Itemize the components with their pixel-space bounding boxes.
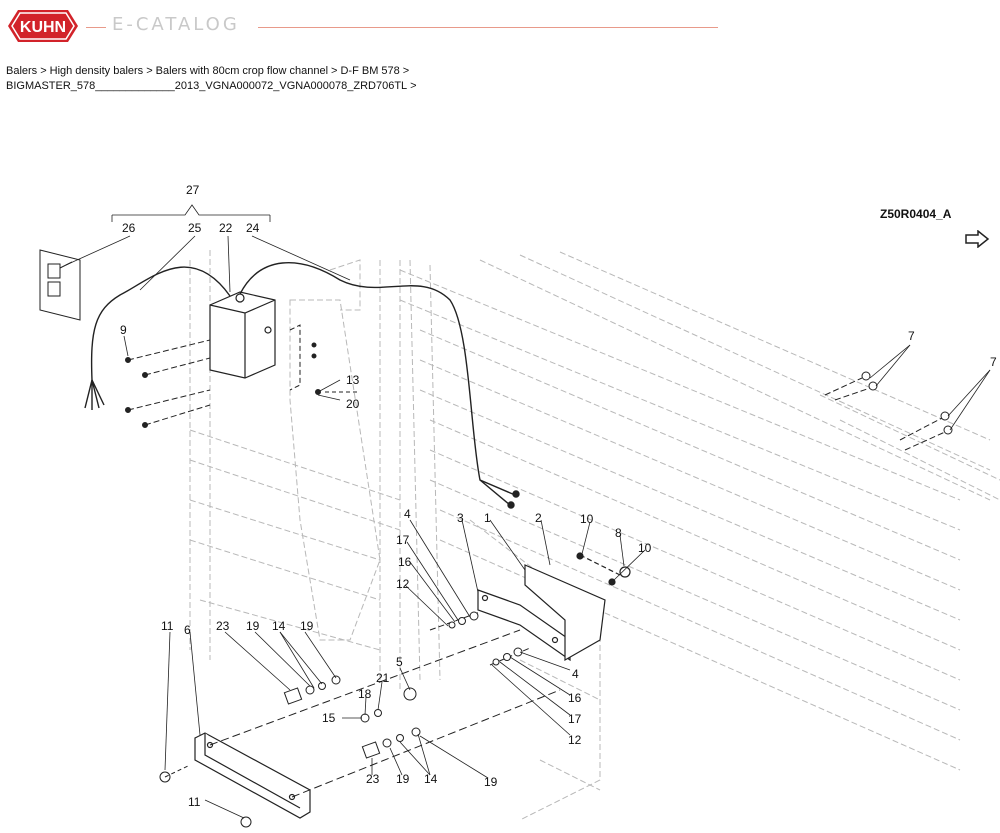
breadcrumb-item-high-density-balers[interactable]: High density balers [49,65,144,77]
svg-text:KUHN: KUHN [20,19,66,36]
callout-17-lower: 17 [568,712,582,726]
callout-23-upper: 23 [216,619,230,633]
breadcrumb: Balers>High density balers>Balers with 8… [6,64,986,94]
kuhn-logo[interactable]: KUHN [8,8,78,44]
callout-25: 25 [188,221,202,235]
breadcrumb-separator: > [40,65,47,77]
callout-labels: 27 26 25 22 24 9 13 20 7 7 4 3 1 2 10 8 … [120,183,997,809]
exploded-parts-diagram: 27 26 25 22 24 9 13 20 7 7 4 3 1 2 10 8 … [39,183,1000,828]
electric-box [209,291,276,379]
callout-23-lower: 23 [366,772,380,786]
electrical-cable [84,262,520,509]
callout-19-lower-a: 19 [396,772,410,786]
hardware-stack-upper [429,611,531,666]
callout-8: 8 [615,526,622,540]
callout-4-upper: 4 [404,507,411,521]
callout-26: 26 [122,221,136,235]
callout-20: 20 [346,397,360,411]
callout-1: 1 [484,511,491,525]
breadcrumb-separator: > [146,65,153,77]
mounting-bar [194,732,311,819]
breadcrumb-item-balers[interactable]: Balers [6,65,38,77]
callout-11-lower: 11 [188,795,201,809]
callout-14-lower: 14 [424,772,438,786]
breadcrumb-separator: > [402,65,410,77]
callout-19-upper-b: 19 [300,619,314,633]
callout-7-right: 7 [990,355,997,369]
callout-13: 13 [346,373,360,387]
hardware-stack-lower [159,629,561,828]
header-rule-left [86,27,106,28]
callout-18: 18 [358,687,372,701]
control-board-plate [39,249,81,321]
callout-12-lower: 12 [568,733,582,747]
callout-9: 9 [120,323,127,337]
callout-3: 3 [457,511,464,525]
catalog-header: KUHN E-CATALOG [0,0,1000,58]
callout-24: 24 [246,221,260,235]
callout-5: 5 [396,655,403,669]
next-page-arrow-icon[interactable] [964,230,990,248]
kuhn-logo-icon: KUHN [8,10,78,42]
callout-17-upper: 17 [396,533,410,547]
callout-14-upper: 14 [272,619,286,633]
breadcrumb-item-balers-80cm[interactable]: Balers with 80cm crop flow channel [155,65,329,77]
box-bracket [289,324,360,395]
drawing-code: Z50R0404_A [880,207,952,221]
callout-19-lower-b: 19 [484,775,498,789]
callout-leaders [65,204,991,819]
breadcrumb-item-df-bm-578[interactable]: D-F BM 578 [340,65,400,77]
callout-12-upper: 12 [396,577,410,591]
breadcrumb-item-bigmaster-578[interactable]: BIGMASTER_578_____________2013_VGNA00007… [6,80,408,92]
header-rule [258,27,718,28]
callout-15: 15 [322,711,336,725]
bolts-7 [824,371,953,451]
callout-21: 21 [376,671,390,685]
callout-4-lower: 4 [572,667,579,681]
breadcrumb-separator: > [410,80,417,92]
callout-6: 6 [184,623,191,637]
callout-10-lower: 10 [638,541,652,555]
callout-19-upper-a: 19 [246,619,260,633]
callout-22: 22 [219,221,233,235]
callout-10-upper: 10 [580,512,594,526]
callout-11-upper: 11 [161,619,174,633]
catalog-label: E-CATALOG [112,14,240,35]
callout-16-upper: 16 [398,555,412,569]
callout-16-lower: 16 [568,691,582,705]
sensor-bracket-assembly [477,552,631,662]
callout-27: 27 [186,183,200,197]
callout-2: 2 [535,511,542,525]
callout-7-upper: 7 [908,329,915,343]
baler-frame-background [189,250,1000,821]
screws-9 [125,339,211,428]
breadcrumb-separator: > [331,65,338,77]
